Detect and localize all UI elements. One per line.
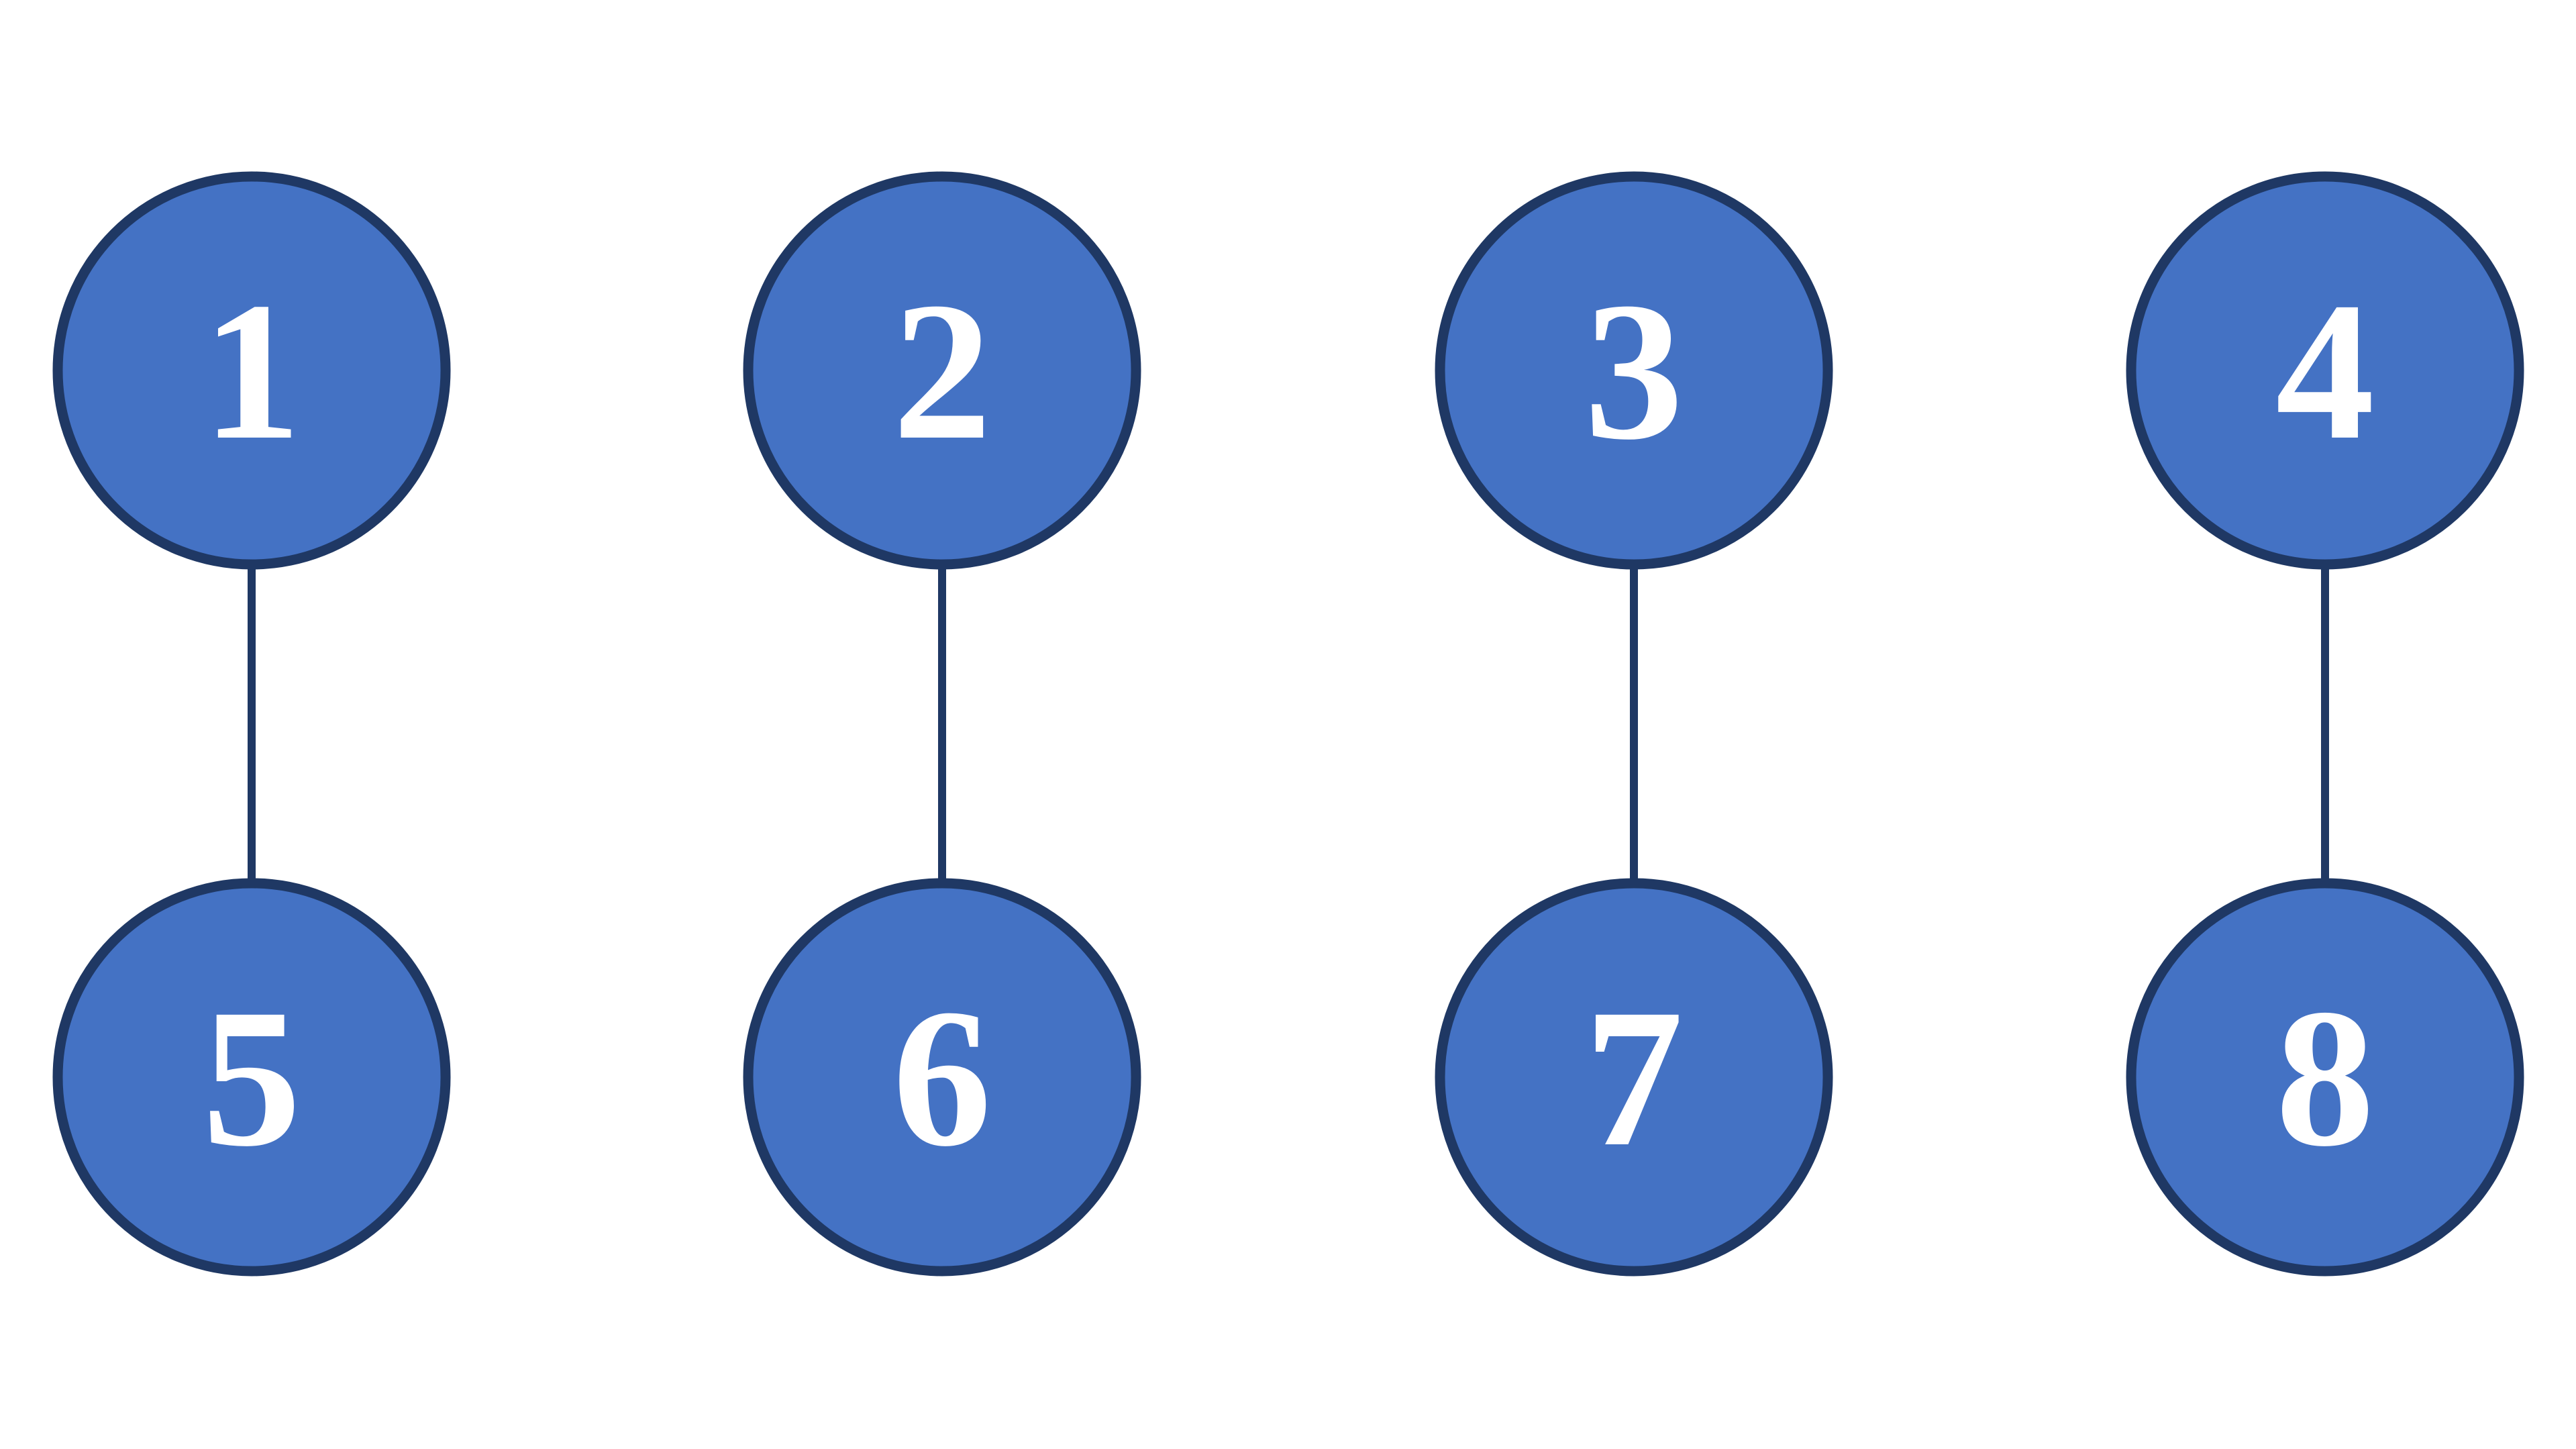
node-6: 6 [743,878,1141,1277]
node-3-label: 3 [1584,261,1684,481]
node-5-label: 5 [202,968,301,1187]
node-1-circle [52,171,451,570]
node-6-circle [743,878,1141,1277]
node-5: 5 [52,878,451,1277]
node-2: 2 [743,171,1141,570]
node-3: 3 [1435,171,1833,570]
node-1: 1 [52,171,451,570]
node-7-label: 7 [1584,968,1684,1187]
node-4-circle [2126,171,2524,570]
node-4-label: 4 [2275,261,2375,481]
node-4: 4 [2126,171,2524,570]
node-6-label: 6 [892,968,992,1187]
node-7: 7 [1435,878,1833,1277]
node-2-circle [743,171,1141,570]
node-8-circle [2126,878,2524,1277]
node-1-label: 1 [202,261,301,481]
node-3-circle [1435,171,1833,570]
node-7-circle [1435,878,1833,1277]
node-8-label: 8 [2275,968,2375,1187]
node-5-circle [52,878,451,1277]
node-2-label: 2 [892,261,992,481]
node-8: 8 [2126,878,2524,1277]
